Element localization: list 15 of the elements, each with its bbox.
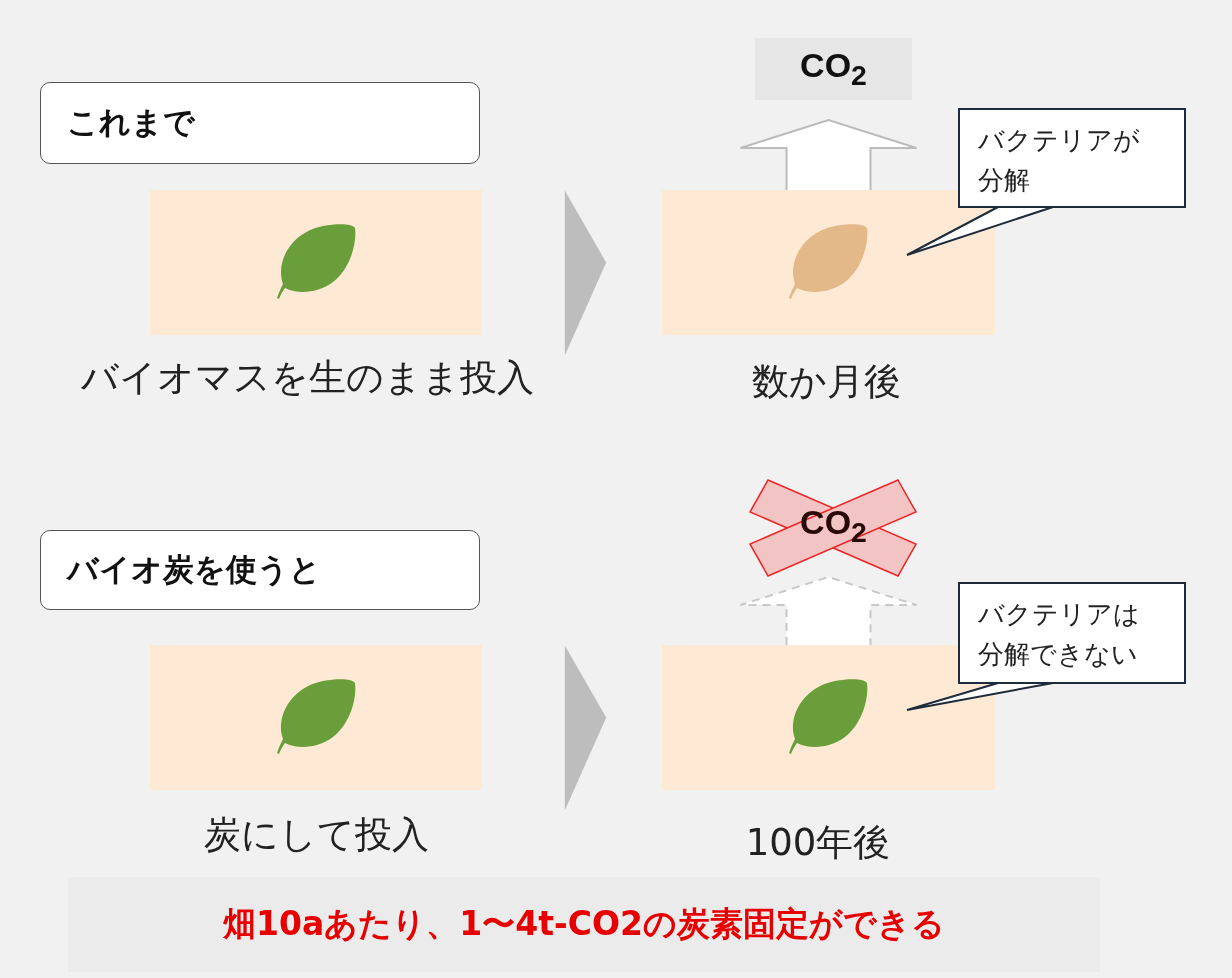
node-label: 炭にして投入 bbox=[203, 812, 429, 858]
speech-bubble-tail bbox=[906, 206, 1054, 256]
node-label: 100年後 bbox=[745, 820, 891, 866]
chevron-arrow bbox=[564, 190, 607, 356]
heading-text: これまで bbox=[67, 103, 195, 142]
node-label: バイオマスを生のまま投入 bbox=[80, 355, 534, 401]
gas-label: CO$_{2}$ bbox=[800, 46, 867, 92]
note-text: 畑10aあたり、1〜4t-CO2の炭素固定ができる bbox=[223, 903, 945, 945]
callout-text: バクテリアが分解 bbox=[978, 124, 1141, 197]
node-label: 数か月後 bbox=[751, 359, 901, 405]
chevron-arrow bbox=[564, 645, 607, 811]
heading-text: バイオ炭を使うと bbox=[67, 550, 321, 589]
block-arrow bbox=[739, 118, 918, 191]
callout-text: バクテリアは分解できない bbox=[978, 598, 1141, 671]
block-arrow bbox=[739, 575, 918, 646]
